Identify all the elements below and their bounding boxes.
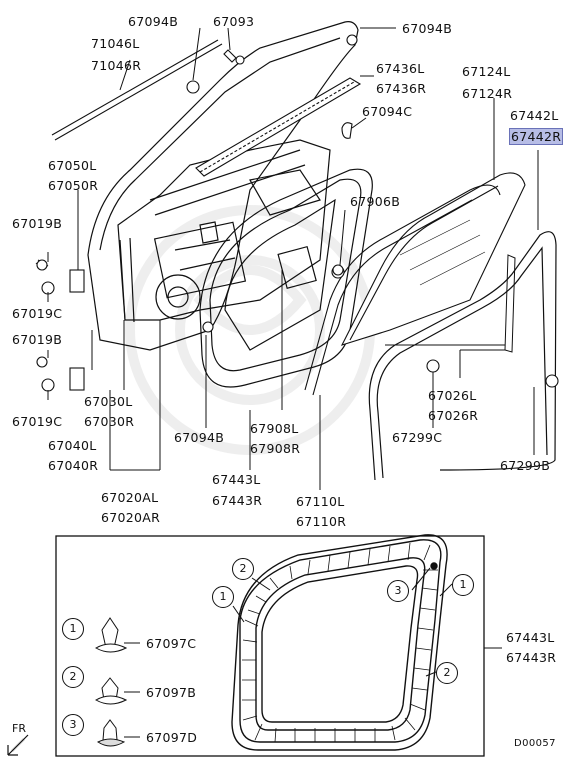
label-67019c-upper: 67019C [12,306,63,321]
diagram-code: D00057 [514,738,556,749]
front-direction-arrow [7,734,29,756]
detail-callout-leaders [232,567,453,677]
door-molding [51,39,223,141]
window-regulator [385,254,516,353]
label-67026: 67026L 67026R [428,388,478,423]
label-67124: 67124L 67124R [462,64,512,101]
label-67110r: 67110R [296,514,347,529]
label-67443r-detail: 67443R [506,650,557,665]
label-67097c: 67097C [146,636,197,651]
label-67050r: 67050R [48,178,99,193]
label-67020a: 67020AL 67020AR [101,490,160,525]
label-67443l-main: 67443L [212,472,261,487]
detail-box [55,535,485,757]
label-67094c: 67094C [362,104,413,119]
label-67124l: 67124L [462,64,511,79]
label-67093: 67093 [213,14,255,29]
label-67436l: 67436L [376,61,425,76]
clip-callout-3: 3 [62,714,84,736]
small-parts [186,34,358,333]
door-glass [340,172,526,346]
door-panel [87,21,359,351]
label-67110: 67110L 67110R [296,494,346,529]
door-hinges [35,259,559,392]
label-67019b-lower: 67019B [12,332,63,347]
label-67299c: 67299C [392,430,443,445]
label-67094b-top: 67094B [128,14,179,29]
label-67097d: 67097D [146,730,198,745]
label-67442r-highlighted: 67442R [508,128,564,145]
belt-weatherstrip [195,77,362,177]
label-67906b: 67906B [350,194,401,209]
leader-lines [47,27,539,490]
label-67442l: 67442L [510,108,559,123]
label-67436: 67436L 67436R [376,61,426,96]
label-67442: 67442L 67442R [508,108,564,145]
detail-seal [231,534,448,751]
label-67026r: 67026R [428,408,479,423]
label-67436r: 67436R [376,81,427,96]
label-67050l: 67050L [48,158,97,173]
label-67019b-upper: 67019B [12,216,63,231]
label-67908: 67908L 67908R [250,421,300,456]
label-67020al: 67020AL [101,490,159,505]
seal-callout-2-bottom: 2 [436,662,458,684]
label-67110l: 67110L [296,494,345,509]
label-67050: 67050L 67050R [48,158,98,193]
label-67020ar: 67020AR [101,510,161,525]
seal-callout-3: 3 [387,580,409,602]
label-67030r: 67030R [84,414,135,429]
label-67040: 67040L 67040R [48,438,98,473]
inner-door-seal [199,168,373,388]
label-67908r: 67908R [250,441,301,456]
clip-callout-1: 1 [62,618,84,640]
clip-leaders [124,642,140,738]
seal-callout-1-left: 1 [212,586,234,608]
seal-callout-1-right: 1 [452,574,474,596]
door-opening-seal [368,231,557,481]
seal-callout-2-top: 2 [232,558,254,580]
label-71046l: 71046L [91,36,140,51]
label-67443-detail: 67443L 67443R [506,630,556,665]
label-71046: 71046L 71046R [91,36,141,73]
label-67019c-lower: 67019C [12,414,63,429]
label-67040l: 67040L [48,438,97,453]
label-67443l-detail: 67443L [506,630,555,645]
label-67908l: 67908L [250,421,299,436]
label-67030: 67030L 67030R [84,394,134,429]
label-67030l: 67030L [84,394,133,409]
label-67026l: 67026L [428,388,477,403]
label-67124r: 67124R [462,86,513,101]
label-71046r: 71046R [91,58,142,73]
label-67040r: 67040R [48,458,99,473]
clip-callout-2: 2 [62,666,84,688]
label-67443r-main: 67443R [212,493,263,508]
label-67094b-right: 67094B [402,21,453,36]
label-67299b: 67299B [500,458,551,473]
label-67097b: 67097B [146,685,197,700]
front-direction-label: FR [12,722,26,735]
clip-icons [94,617,128,747]
label-67443-main: 67443L 67443R [212,472,262,508]
label-67094b-bottom: 67094B [174,430,225,445]
